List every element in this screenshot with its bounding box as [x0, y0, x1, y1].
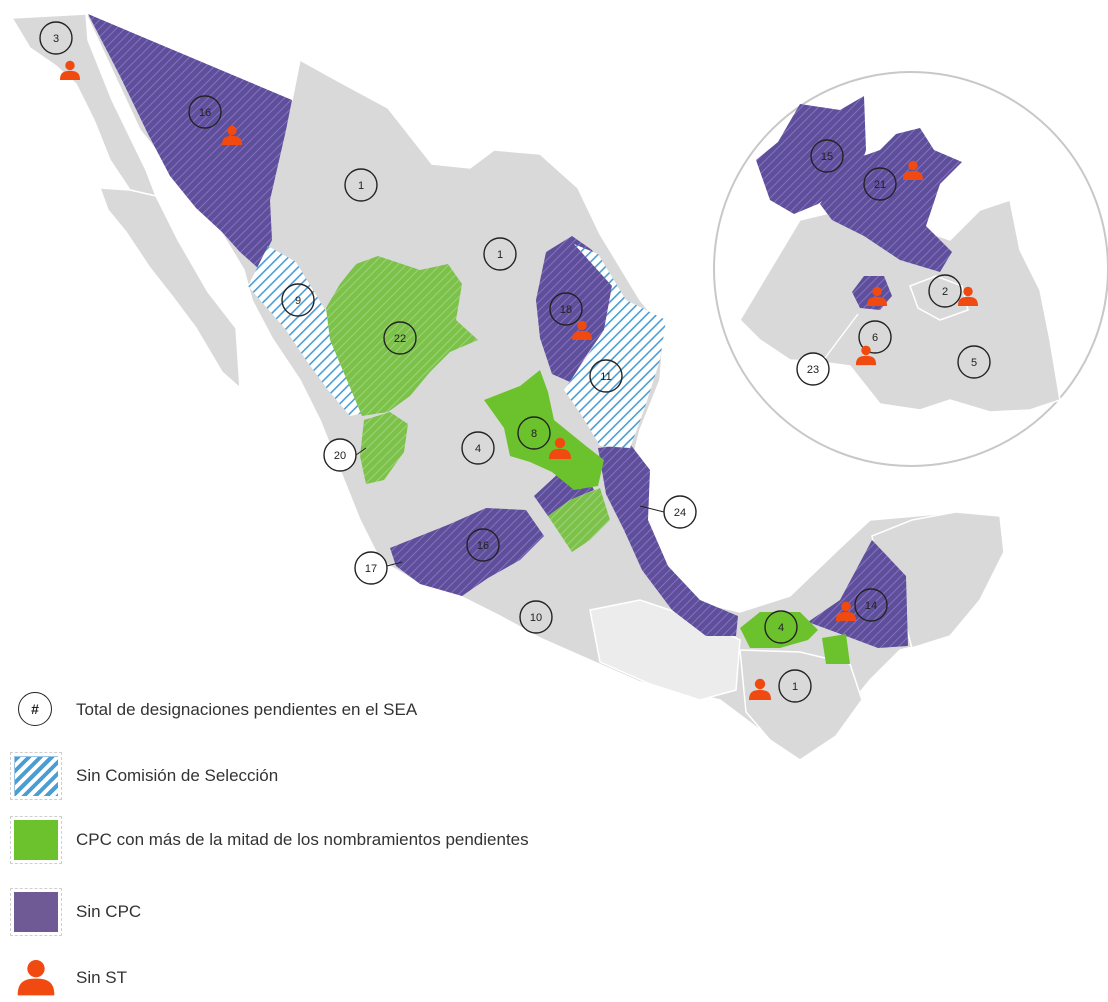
badge-nayarit: 20 [323, 438, 357, 472]
badge-inset-tlaxcala: 2 [928, 274, 962, 308]
badge-sonora: 16 [188, 95, 222, 129]
legend-no-st-symbol [10, 954, 76, 1002]
badge-tabasco: 4 [764, 610, 798, 644]
badge-tamaulipas: 11 [589, 359, 623, 393]
badge-nuevo-leon: 18 [549, 292, 583, 326]
legend-frame [10, 816, 62, 864]
badge-value: 16 [199, 107, 211, 119]
legend-no-commission-label: Sin Comisión de Selección [76, 766, 279, 785]
badge-value: 1 [358, 180, 364, 192]
green-swatch-icon [14, 820, 58, 860]
region-nayarit-green [360, 412, 408, 484]
legend-no-st-label: Sin ST [76, 968, 128, 987]
badge-value: 9 [295, 295, 301, 307]
badge-value: 14 [865, 600, 877, 612]
badge-coahuila: 1 [483, 237, 517, 271]
badge-value: 3 [53, 33, 59, 45]
state-baja-california-sur [98, 187, 241, 390]
badge-value: 1 [497, 249, 503, 261]
badge-inset-queretaro: 15 [810, 139, 844, 173]
region-slp-green [484, 370, 604, 490]
total-count-icon: # [18, 692, 52, 726]
badge-value: 4 [475, 443, 481, 455]
badge-inset-morelos: 23 [796, 352, 830, 386]
badge-value: 22 [394, 333, 406, 345]
legend-total: # Total de designaciones pendientes en e… [10, 686, 750, 734]
badge-guerrero: 10 [519, 600, 553, 634]
badge-value: 4 [778, 622, 784, 634]
region-campeche-no-cpc [808, 540, 908, 648]
count-badges: 3 16 1 1 9 22 18 11 [39, 21, 991, 703]
badge-baja-california: 3 [39, 21, 73, 55]
badge-value: 23 [807, 364, 819, 376]
legend-no-commission: Sin Comisión de Selección [10, 752, 750, 800]
legend-no-cpc-label: Sin CPC [76, 902, 142, 921]
badge-inset-hidalgo: 21 [863, 167, 897, 201]
legend-no-st: Sin ST [10, 954, 750, 1002]
region-hidalgo-green [548, 488, 610, 552]
badge-inset-puebla: 5 [957, 345, 991, 379]
badge-value: 18 [560, 304, 572, 316]
badge-chihuahua: 1 [344, 168, 378, 202]
inset-tlaxcala [909, 275, 969, 321]
badge-value: 24 [674, 507, 686, 519]
legend-frame [10, 888, 62, 936]
inset-central-mexico [713, 71, 1108, 467]
region-tamaulipas-no-commission [564, 244, 666, 448]
region-nuevo-leon-no-cpc [536, 236, 612, 382]
badge-sinaloa: 9 [281, 283, 315, 317]
region-veracruz-no-cpc [598, 444, 738, 636]
state-chiapas [739, 649, 863, 761]
badge-value: 1 [792, 681, 798, 693]
badge-value: 10 [530, 612, 542, 624]
legend-no-cpc: Sin CPC [10, 888, 750, 936]
badge-campeche: 14 [854, 588, 888, 622]
badge-zacatecas: 4 [461, 431, 495, 465]
map-highlights [88, 14, 908, 664]
legend-cpc-half-label: CPC con más de la mitad de los nombramie… [76, 830, 529, 849]
legend-frame [10, 752, 62, 800]
region-sonora-no-cpc [88, 14, 292, 268]
region-michoacan-no-cpc [390, 508, 544, 596]
legend-no-commission-symbol [10, 752, 76, 800]
badge-value: 2 [942, 286, 948, 298]
region-durango-green [326, 256, 478, 416]
region-tabasco-green [740, 612, 818, 648]
badge-san-luis-potosi: 8 [517, 416, 551, 450]
badge-colima: 17 [354, 551, 388, 585]
badge-value: 17 [365, 563, 377, 575]
badge-veracruz: 24 [663, 495, 697, 529]
map-legend: # Total de designaciones pendientes en e… [0, 670, 760, 996]
inset-hidalgo-no-cpc [820, 128, 962, 272]
blue-hatch-swatch-icon [14, 756, 58, 796]
legend-total-label: Total de designaciones pendientes en el … [76, 700, 418, 719]
badge-value: 15 [821, 151, 833, 163]
badge-inset-cdmx: 6 [858, 320, 892, 354]
person-icon [17, 960, 55, 996]
badge-value: 21 [874, 179, 886, 191]
legend-no-cpc-symbol [10, 888, 76, 936]
purple-swatch-icon [14, 892, 58, 932]
badge-chiapas: 1 [778, 669, 812, 703]
badge-value: 11 [600, 371, 611, 383]
badge-durango: 22 [383, 321, 417, 355]
region-tabasco-east-green [822, 634, 850, 664]
badge-value: 20 [334, 450, 346, 462]
badge-value: 6 [872, 332, 878, 344]
legend-cpc-half-symbol [10, 816, 76, 864]
badge-michoacan: 16 [466, 528, 500, 562]
badge-value: 8 [531, 428, 537, 440]
legend-total-symbol: # [10, 686, 76, 734]
badge-value: 16 [477, 540, 489, 552]
badge-value: 5 [971, 357, 977, 369]
region-sinaloa-no-commission [248, 246, 368, 416]
legend-cpc-half: CPC con más de la mitad de los nombramie… [10, 816, 750, 864]
